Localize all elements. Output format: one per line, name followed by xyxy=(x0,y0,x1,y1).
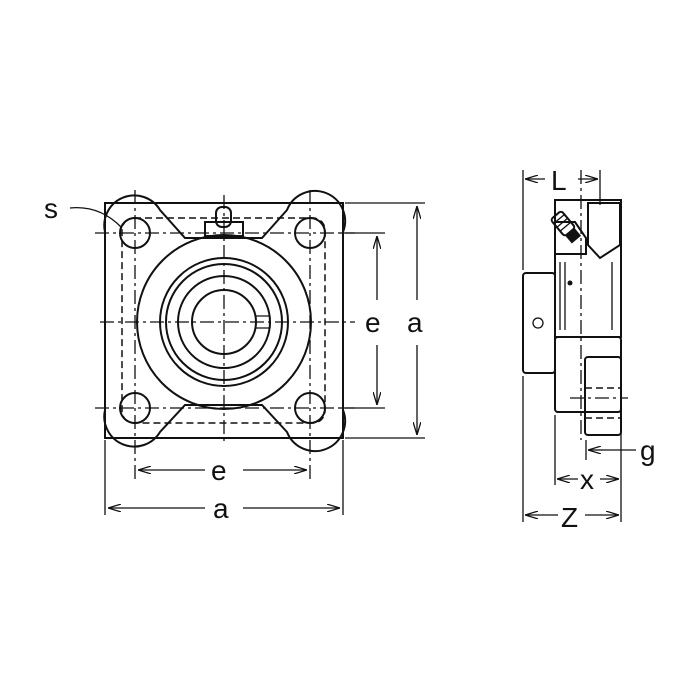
label-Z: Z xyxy=(561,502,578,533)
label-a-vertical: a xyxy=(407,307,423,338)
locking-collar xyxy=(522,272,556,374)
label-s: s xyxy=(44,193,58,224)
leader-s xyxy=(69,207,123,229)
flange-foot xyxy=(584,356,622,436)
label-e-vertical: e xyxy=(365,307,381,338)
label-L: L xyxy=(551,165,567,196)
bolt-holes xyxy=(119,217,326,424)
front-view: s e a e a xyxy=(44,189,425,524)
flange-outline xyxy=(103,189,346,453)
grease-fitting-side xyxy=(550,210,582,244)
label-g: g xyxy=(640,435,656,466)
side-view: L g x Z xyxy=(522,165,656,533)
label-e-horizontal: e xyxy=(211,455,227,486)
label-a-horizontal: a xyxy=(213,493,229,524)
housing-section-right xyxy=(587,202,621,260)
collar-screw xyxy=(532,317,544,329)
housing-flange xyxy=(554,336,622,413)
label-x: x xyxy=(580,464,594,495)
